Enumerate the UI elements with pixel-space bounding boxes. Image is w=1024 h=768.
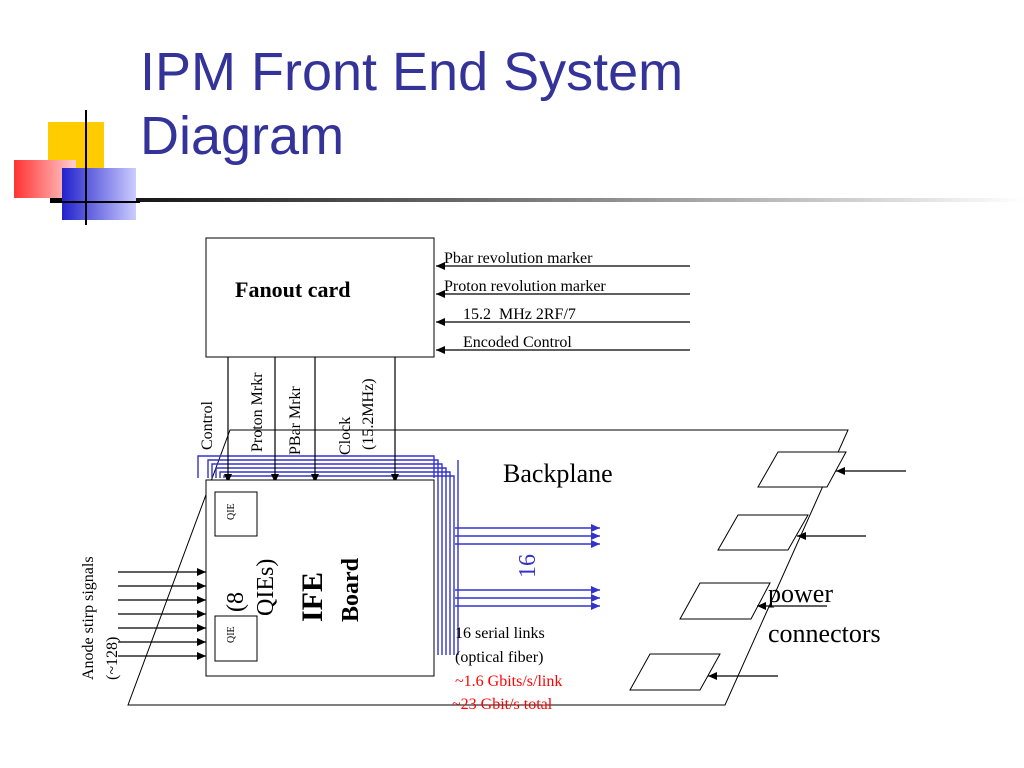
fanout-output-arrows [224,357,399,483]
power-connector-arrows [708,467,906,680]
serial-output-arrows [455,524,600,610]
power-label-line1: power [768,579,833,608]
power-connector-2 [717,514,809,551]
serial-links-line1: 16 serial links [455,625,545,642]
serial-total-line: ~23 Gbit/s total [452,696,553,713]
backplane-label: Backplane [503,459,613,488]
serial-count-label: 16 [515,554,541,578]
fanout-card-label: Fanout card [235,277,351,302]
qie-chip-bottom-label: QIE [226,626,237,643]
title-underline [50,198,1024,202]
input-clock-2rf7: 15.2 MHz 2RF/7 [463,306,576,323]
qie-count-line2: QIEs) [253,559,279,616]
power-connector-1 [757,451,847,488]
backplane-outline [127,429,849,706]
backplane-bus [197,455,459,655]
qie-count-line1: (8 [223,592,249,612]
output-clock-label: Clock [337,417,354,455]
title-line-1: IPM Front End System [140,42,684,102]
power-connectors [629,451,847,691]
serial-links-line2: (optical fiber) [455,649,543,666]
qie-chip-bottom [214,615,258,662]
slide-decoration [14,110,140,225]
ife-label: IFE [296,572,329,622]
anode-label-line2: (~128) [104,637,121,680]
input-pbar-marker: Pbar revolution marker [444,250,593,267]
qie-chip-top [214,491,258,537]
output-proton-mrkr-label: Proton Mrkr [249,372,266,452]
power-connector-3 [679,582,771,620]
anode-label-line1: Anode stirp signals [80,556,97,680]
power-label-line2: connectors [768,619,881,648]
serial-rate-line: ~1.6 Gbits/s/link [455,673,562,690]
input-encoded-control: Encoded Control [463,334,572,351]
output-control-label: Control [199,401,216,450]
title-line-2: Diagram [140,106,345,166]
qie-chip-top-label: QIE [226,503,237,520]
output-clock-freq-label: (15.2MHz) [360,378,377,450]
output-pbar-mrkr-label: PBar Mrkr [287,385,304,455]
power-connector-4 [629,653,721,691]
input-proton-marker: Proton revolution marker [444,278,606,295]
deco-blue-square [62,168,136,220]
slide-title: IPM Front End System Diagram [140,40,683,168]
anode-input-arrows [118,568,206,660]
fanout-card [205,237,435,358]
fanout-input-arrows [436,262,690,354]
board-label: Board [338,557,364,622]
